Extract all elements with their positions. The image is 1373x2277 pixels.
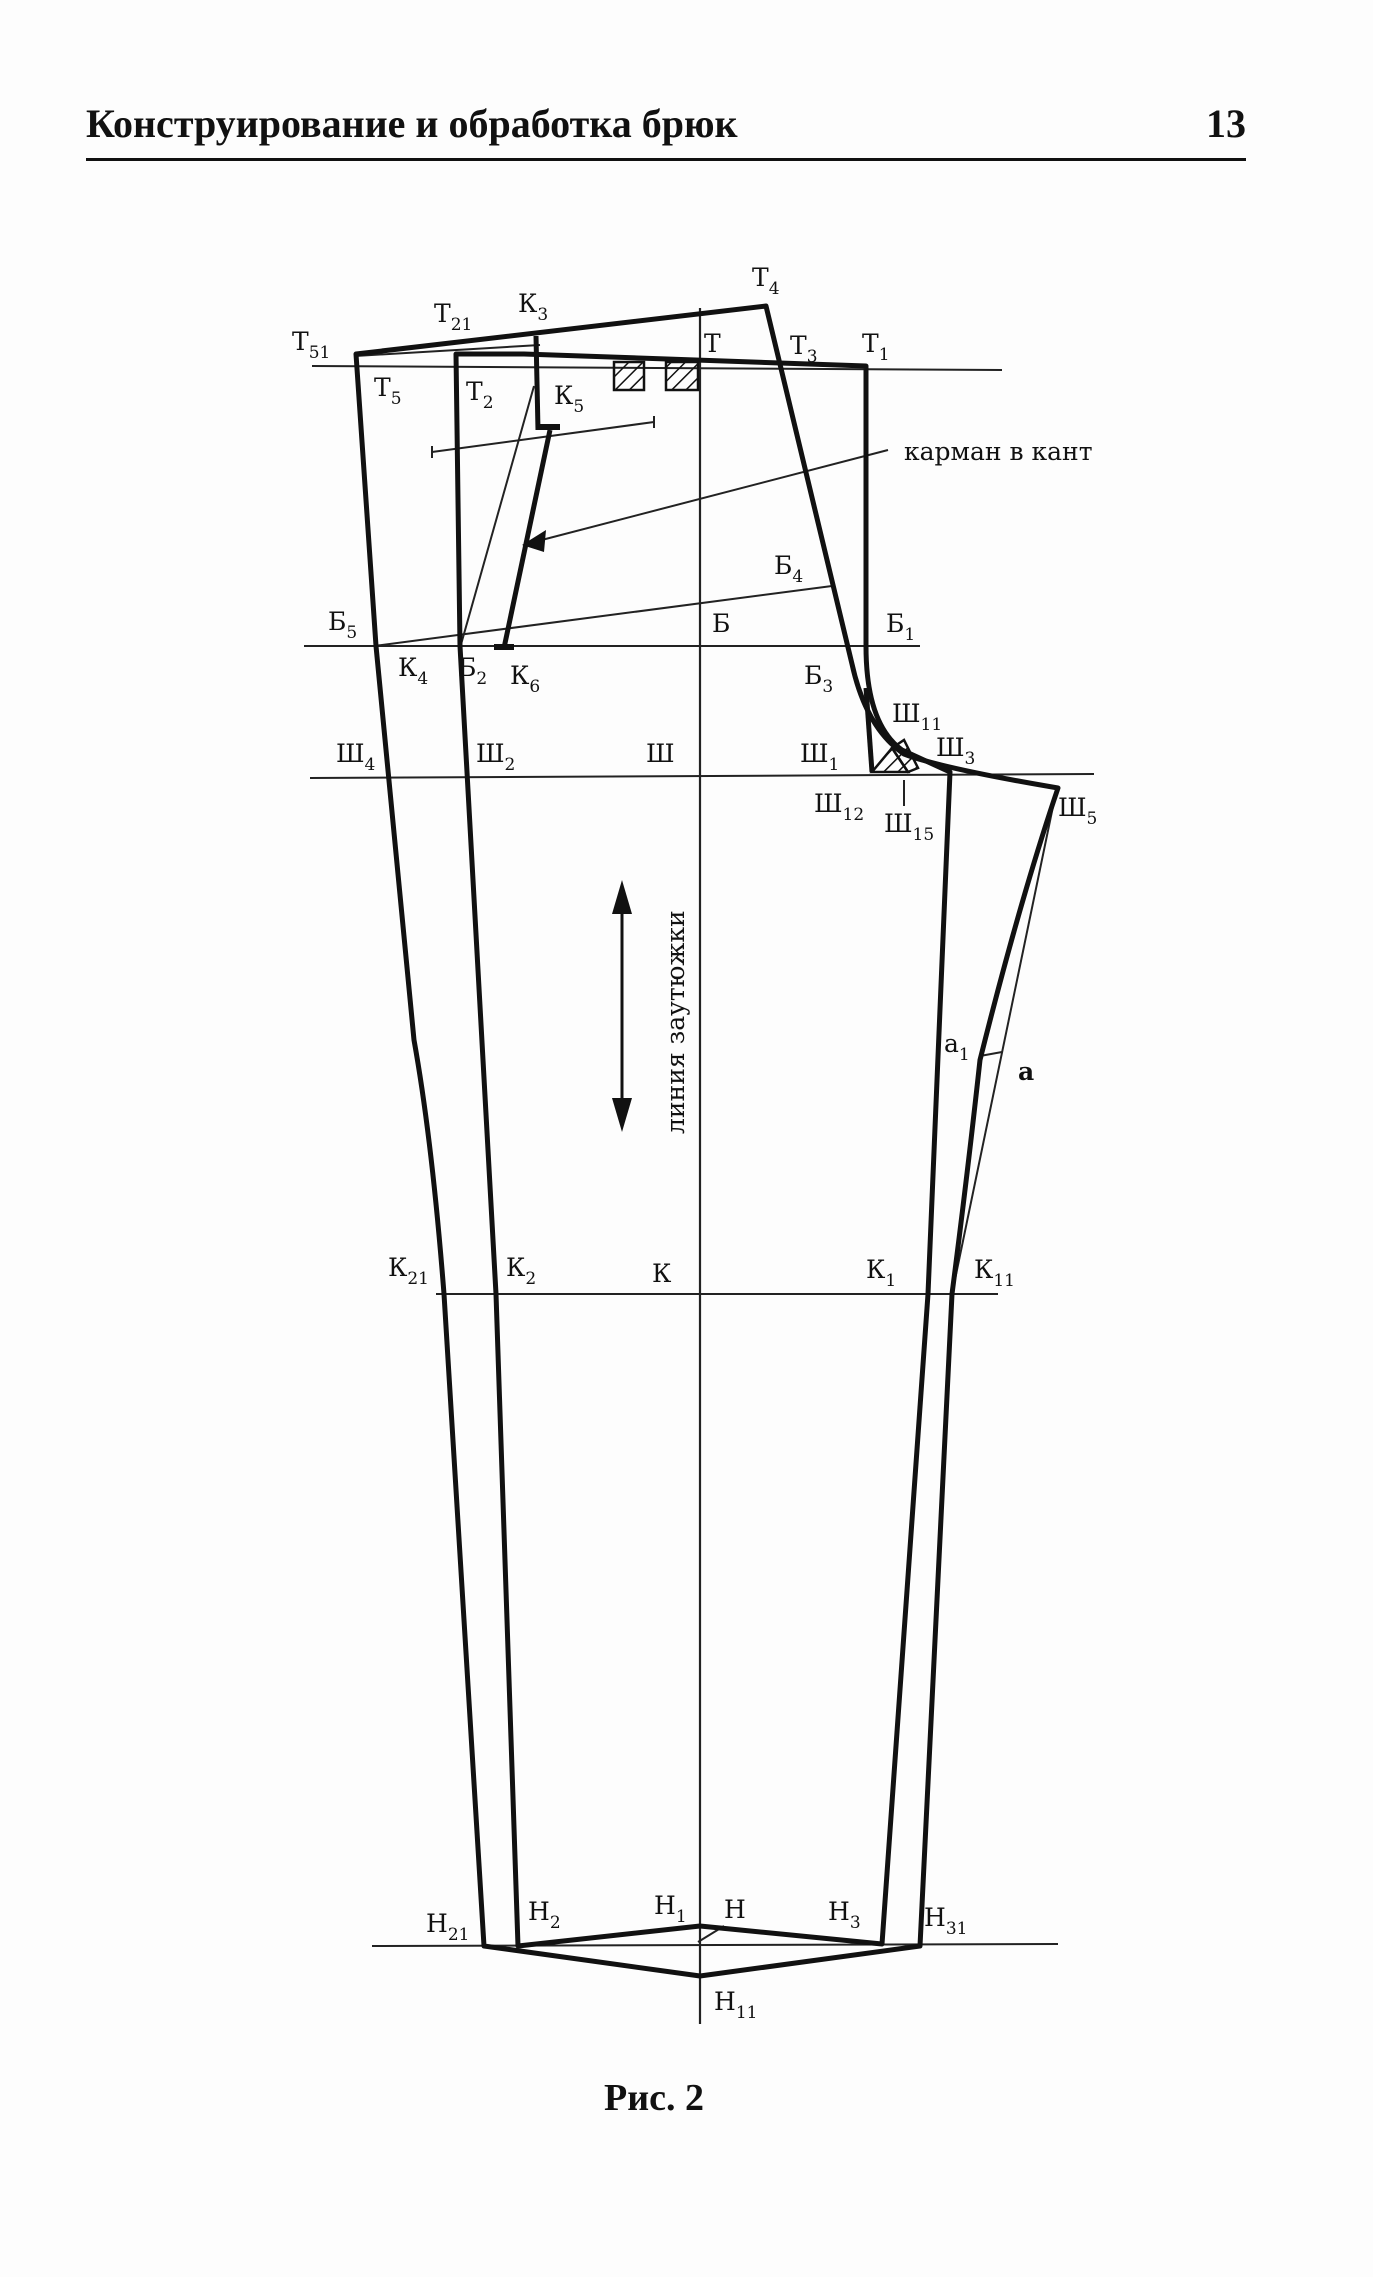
point-label: К	[652, 1259, 672, 1288]
point-label: К6	[510, 661, 540, 697]
point-label: Н11	[714, 1987, 757, 2023]
point-label: К2	[506, 1253, 536, 1289]
k5-marker	[540, 424, 560, 430]
point-label: Ш15	[884, 809, 934, 845]
point-label: Т5	[374, 373, 402, 409]
pocket-welt-line	[501, 429, 553, 649]
hem-line	[371, 1943, 1059, 1947]
header-title: Конструирование и обработка брюк	[86, 101, 738, 146]
page-header: Конструирование и обработка брюк 13	[86, 100, 1246, 161]
point-label: а1	[944, 1029, 970, 1065]
point-label: Б3	[804, 661, 833, 697]
pocket-leader-arrow	[533, 449, 889, 543]
point-label: Т51	[292, 327, 330, 363]
page-number: 13	[1206, 101, 1246, 146]
k6-marker	[494, 644, 514, 650]
pocket-annotation: карман в кант	[904, 437, 1093, 466]
crease-line-annotation: линия заутюжки	[661, 910, 690, 1134]
point-label: Т2	[466, 377, 494, 413]
point-label: Н21	[426, 1909, 469, 1945]
front-crotch-curve	[863, 687, 875, 773]
point-label: Т1	[862, 329, 890, 365]
waist-line	[311, 365, 1003, 371]
point-label: Б4	[774, 551, 803, 587]
point-label: К3	[518, 289, 548, 325]
point-label: К21	[388, 1253, 429, 1289]
side-seam-guide	[459, 385, 535, 649]
point-label: Н31	[924, 1903, 967, 1939]
point-label: Т3	[790, 331, 818, 367]
inseam-straight-line	[951, 791, 1057, 1295]
point-labels: Т51 Т21 К3 Т4 Т Т3 Т1 Т5 Т2 К5 Б4 Б5 Б Б…	[292, 263, 1097, 2023]
pocket-guide	[431, 421, 655, 453]
point-label: Ш3	[936, 733, 975, 769]
point-label: Б2	[458, 653, 487, 689]
pleat-hatch-marks	[612, 360, 700, 392]
point-label: Н2	[528, 1897, 561, 1933]
point-label: Н	[724, 1895, 746, 1924]
point-label: К1	[866, 1255, 896, 1291]
waist-construction-top	[354, 344, 541, 357]
a-annotation: а	[1018, 1057, 1034, 1086]
point-label: Н3	[828, 1897, 861, 1933]
point-label: Б	[712, 609, 730, 638]
point-label: Б5	[328, 607, 357, 643]
point-label: К4	[398, 653, 428, 689]
point-label: Т	[704, 329, 721, 358]
point-label: Ш4	[336, 739, 375, 775]
pocket-arrow-head	[522, 530, 546, 552]
seat-line	[309, 773, 1095, 779]
point-label: Ш5	[1058, 793, 1097, 829]
point-label: Ш2	[476, 739, 515, 775]
point-label: Ш12	[814, 789, 864, 825]
point-label: Н1	[654, 1891, 687, 1927]
grainline-arrow	[612, 880, 632, 1132]
point-label: Т4	[752, 263, 780, 299]
hip-diagonal	[373, 585, 833, 647]
point-label: Ш	[646, 739, 675, 768]
point-label: Ш11	[892, 699, 942, 735]
point-label: Б1	[886, 609, 915, 645]
point-label: Т21	[434, 299, 472, 335]
dart-line	[533, 335, 541, 431]
point-label: К11	[974, 1255, 1015, 1291]
back-pattern-outline	[353, 303, 1061, 1979]
figure-caption: Рис. 2	[604, 2077, 704, 2119]
point-label: Ш1	[800, 739, 839, 775]
front-pattern-outline	[453, 351, 953, 1949]
point-label: К5	[554, 381, 584, 417]
